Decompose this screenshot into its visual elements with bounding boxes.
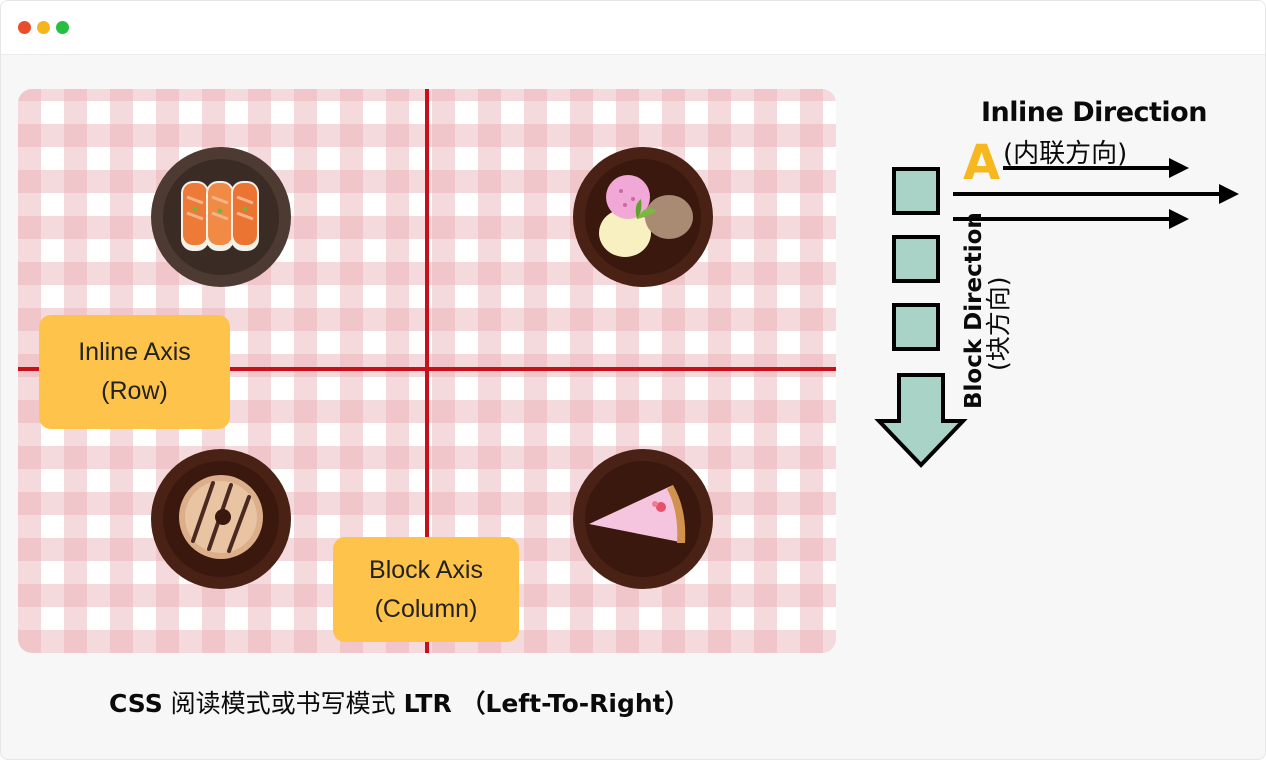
close-button[interactable] xyxy=(18,21,31,34)
plate-top-left xyxy=(151,147,291,287)
caption: CSS 阅读模式或书写模式 LTR （Left-To-Right） xyxy=(109,684,809,720)
direction-graphic xyxy=(874,158,1239,468)
block-square-3 xyxy=(892,303,940,351)
inline-axis-subtitle: (Row) xyxy=(101,377,168,405)
plate-bottom-right xyxy=(573,449,713,589)
inline-direction-title: Inline Direction xyxy=(981,97,1207,128)
caption-css: CSS xyxy=(109,689,163,718)
caption-text: 阅读模式或书写模式 xyxy=(162,689,404,718)
title-bar xyxy=(1,1,1265,55)
caption-mode: LTR xyxy=(403,689,452,718)
caption-mode-expanded: （Left-To-Right） xyxy=(451,689,690,718)
block-axis-label: Block Axis (Column) xyxy=(333,537,519,642)
plate-bottom-left xyxy=(151,449,291,589)
inline-axis-line xyxy=(18,367,836,371)
minimize-button[interactable] xyxy=(37,21,50,34)
block-direction-subtitle: (块方向) xyxy=(984,276,1013,371)
block-axis-title: Block Axis xyxy=(369,555,483,584)
maximize-button[interactable] xyxy=(56,21,69,34)
inline-axis-label: Inline Axis (Row) xyxy=(39,315,230,429)
block-square-2 xyxy=(892,235,940,283)
letter-a-glyph: A xyxy=(963,135,1001,191)
block-square-1 xyxy=(892,167,940,215)
writing-direction-diagram: Inline Direction (内联方向) A Block Directio… xyxy=(861,91,1261,491)
block-axis-line xyxy=(425,89,429,653)
plate-top-right xyxy=(573,147,713,287)
block-arrow xyxy=(874,373,968,468)
gingham-table: Inline Axis (Row) Block Axis (Column) xyxy=(18,89,836,653)
donut-icon xyxy=(151,449,291,589)
cake-slice-icon xyxy=(573,449,713,589)
block-axis-subtitle: (Column) xyxy=(374,594,478,623)
sushi-icon xyxy=(151,147,291,287)
inline-direction-subtitle: (内联方向) xyxy=(1003,139,1128,169)
ice-cream-icon xyxy=(573,147,713,287)
inline-axis-title: Inline Axis xyxy=(78,338,191,366)
